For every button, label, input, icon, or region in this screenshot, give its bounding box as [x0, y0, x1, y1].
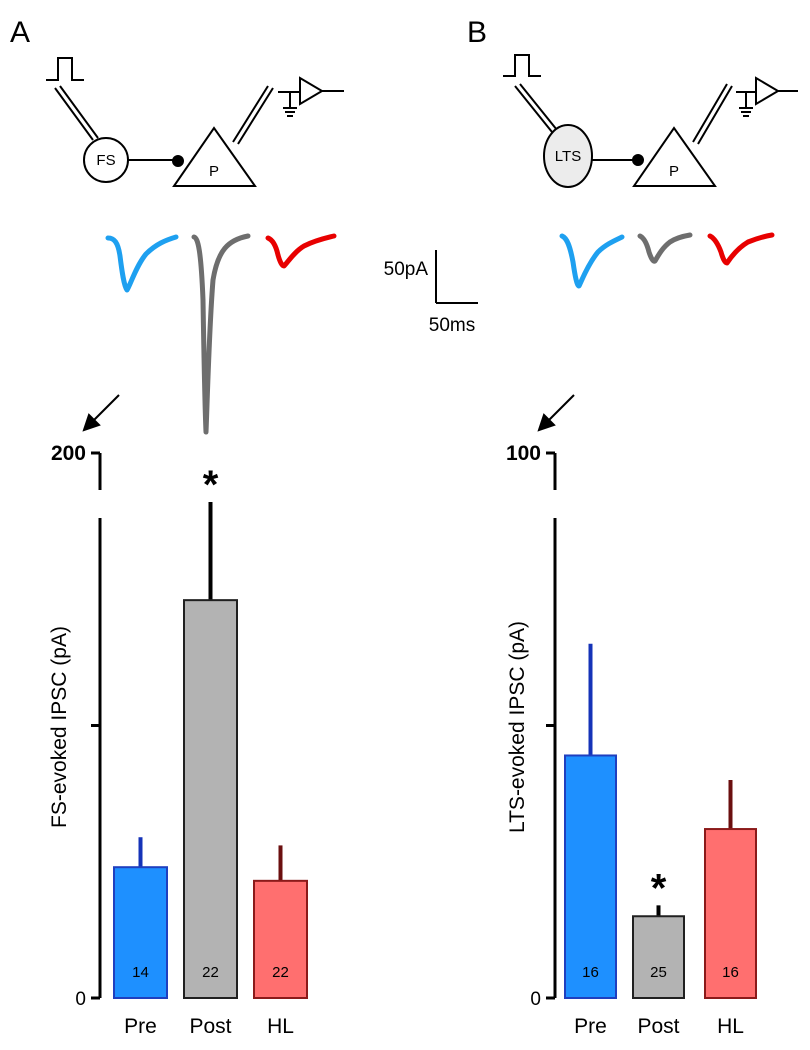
recording-electrode-icon [692, 83, 733, 145]
bar-pre [113, 866, 168, 1000]
pyramidal-cell-triangle [172, 126, 257, 187]
y-tick-label: 0 [75, 989, 86, 1010]
p-cell-label-a: P [209, 163, 219, 180]
stimulating-electrode-icon [514, 83, 558, 133]
stimulus-pulse-icon [46, 57, 84, 81]
scale-bar-amplitude: 50pA [384, 259, 429, 280]
trace-b-hl [707, 232, 775, 266]
category-label: Pre [124, 1015, 157, 1038]
bar-hl [253, 879, 308, 1000]
panel-b-schematic [503, 54, 798, 188]
y-tick-label: 100 [506, 442, 541, 465]
bar-pre [564, 754, 617, 999]
category-label: HL [717, 1015, 744, 1038]
scale-bar [435, 250, 478, 304]
trace-b-post [637, 232, 693, 264]
fs-cell-label: FS [96, 152, 115, 169]
significance-star: * [203, 463, 219, 507]
arrow-b [548, 394, 575, 421]
lts-cell-label: LTS [555, 148, 581, 165]
bar-count-label: 22 [202, 964, 219, 981]
bar-count-label: 16 [722, 964, 739, 981]
significance-star: * [651, 866, 667, 910]
pyramidal-cell-triangle [632, 126, 717, 187]
bar-count-label: 22 [272, 964, 289, 981]
example-traces [105, 232, 775, 435]
p-cell-label-b: P [669, 163, 679, 180]
panel-b-letter: B [467, 16, 487, 49]
bar-post [632, 915, 685, 999]
arrow-b-head [537, 413, 556, 432]
synapse-terminal-dot [632, 154, 644, 166]
arrow-a-head [82, 413, 101, 432]
amplifier-icon [278, 76, 344, 106]
category-label: HL [267, 1015, 294, 1038]
y-tick-label: 200 [51, 442, 86, 465]
chart-a-ylabel: FS-evoked IPSC (pA) [48, 626, 71, 828]
bar-hl [704, 828, 757, 999]
panel-a-letter: A [10, 16, 30, 49]
ground-icon [739, 92, 753, 117]
trace-a-hl [265, 233, 337, 269]
lts-cell-ellipse [543, 124, 593, 188]
panel-a-schematic [46, 57, 344, 187]
recording-electrode-icon [232, 85, 274, 145]
stimulus-pulse-icon [503, 54, 541, 77]
category-label: Post [637, 1015, 679, 1038]
ground-icon [283, 92, 297, 117]
category-label: Pre [574, 1015, 607, 1038]
arrows [82, 394, 575, 432]
trace-a-post [191, 233, 251, 435]
y-tick-label: 0 [530, 989, 541, 1010]
trace-a-pre [105, 234, 179, 293]
chart-b-ylabel: LTS-evoked IPSC (pA) [506, 621, 529, 833]
bar-count-label: 14 [132, 964, 149, 981]
bar-count-label: 25 [650, 964, 667, 981]
stimulating-electrode-icon [54, 85, 99, 141]
scale-bar-time: 50ms [429, 315, 475, 336]
arrow-a [93, 394, 120, 421]
trace-b-pre [559, 233, 625, 289]
category-label: Post [189, 1015, 231, 1038]
bar-post [183, 599, 238, 1000]
bar-count-label: 16 [582, 964, 599, 981]
synapse-terminal-dot [172, 155, 184, 167]
